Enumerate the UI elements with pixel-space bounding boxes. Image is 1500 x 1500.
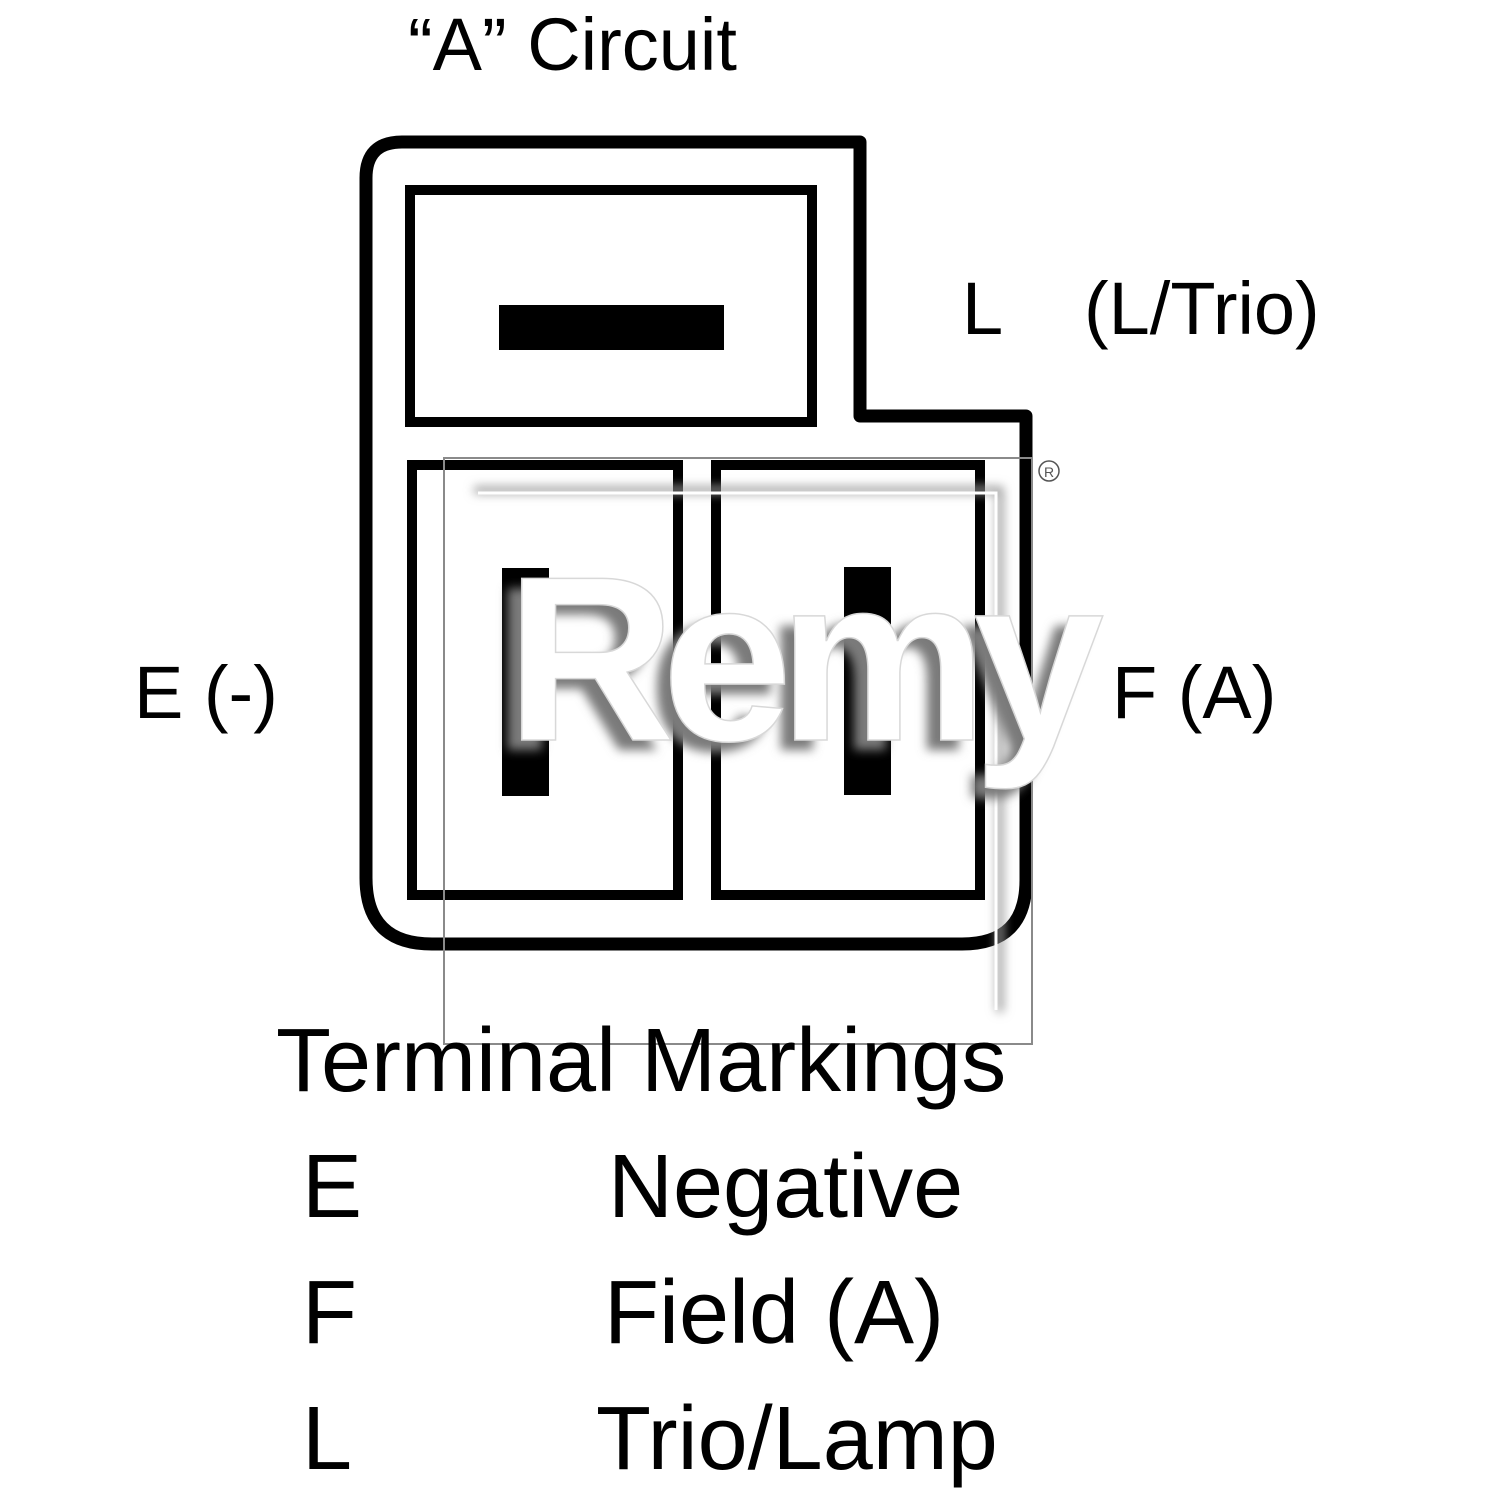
f-terminal-box — [711, 460, 985, 900]
legend-code-l: L — [302, 1389, 353, 1489]
f-terminal-label: F (A) — [1112, 651, 1277, 734]
l-terminal-description: (L/Trio) — [1084, 267, 1320, 350]
e-terminal-blade — [502, 568, 549, 796]
legend-code-e: E — [302, 1137, 363, 1237]
connector-housing — [359, 135, 1033, 951]
registered-mark-letter: R — [1044, 464, 1054, 480]
l-terminal-box — [405, 185, 817, 427]
remy-watermark-logo: Remy Remy R — [443, 457, 1118, 1045]
f-terminal-blade — [844, 567, 891, 795]
e-terminal-label: E (-) — [134, 651, 278, 734]
legend-meaning-l: Trio/Lamp — [596, 1389, 998, 1489]
legend-heading: Terminal Markings — [276, 1011, 1007, 1111]
e-terminal-box — [407, 460, 683, 900]
legend-meaning-e: Negative — [608, 1137, 964, 1237]
legend-meaning-f: Field (A) — [604, 1263, 945, 1363]
registered-mark-circle — [1038, 460, 1060, 482]
watermark-text: Remy — [506, 527, 1103, 790]
legend-code-f: F — [302, 1263, 357, 1363]
l-terminal-label: L — [962, 267, 1004, 350]
l-terminal-blade — [499, 305, 724, 350]
diagram-title: “A” Circuit — [408, 3, 737, 86]
watermark-shadow-text: Remy — [492, 537, 1089, 800]
